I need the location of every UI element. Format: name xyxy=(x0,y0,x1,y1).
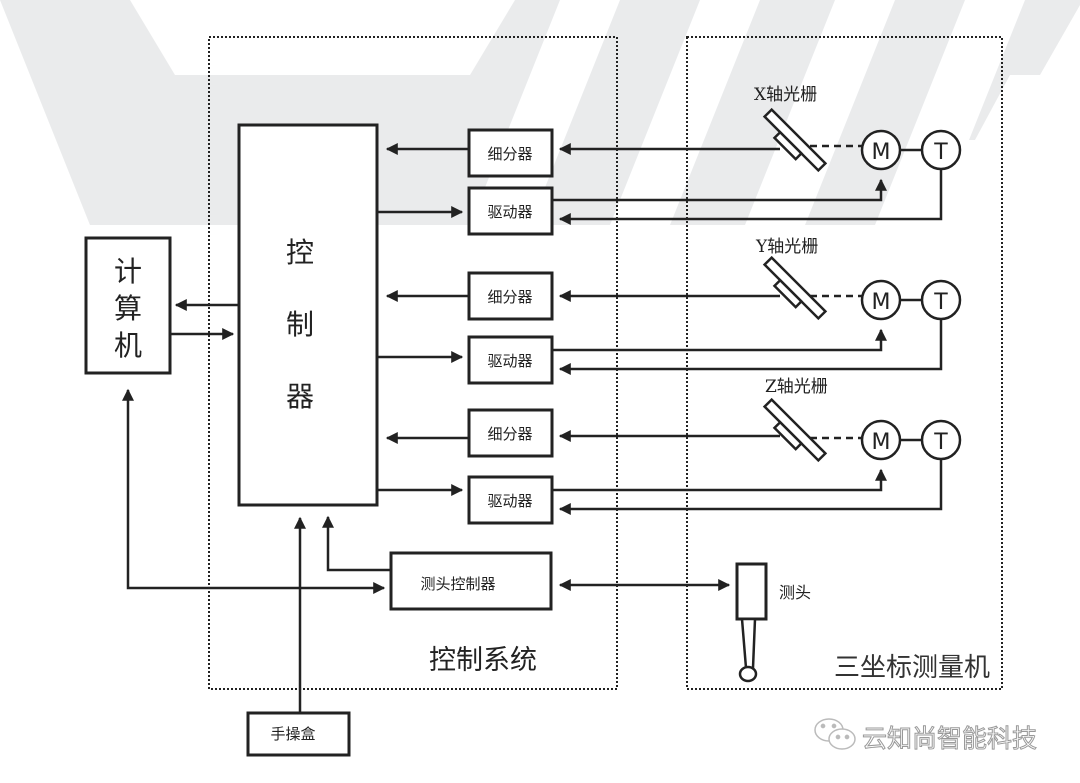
subdivider-y-label: 细分器 xyxy=(487,288,532,306)
grating-y-label: Y轴光栅 xyxy=(755,237,818,257)
controller-block: 控 制 器 xyxy=(237,123,379,507)
computer-block: 计 算 机 xyxy=(84,236,172,375)
grating-x-icon xyxy=(762,107,828,173)
motor-y-label: M xyxy=(872,290,891,315)
handbox-block: 手操盒 xyxy=(246,711,351,757)
driver-x-box xyxy=(467,186,554,236)
probe-controller-block: 测头控制器 xyxy=(389,551,553,611)
probe-controller-to-controller-arrow xyxy=(322,515,391,572)
grating-z-label: Z轴光栅 xyxy=(765,377,828,397)
cmm-boundary xyxy=(686,36,1003,690)
controller-label-2: 制 xyxy=(286,308,314,341)
probe-icon xyxy=(735,562,768,683)
computer-label-1: 计 xyxy=(114,255,142,288)
axis-y-group: 细分器 驱动器 Y轴光栅 M T xyxy=(378,237,962,385)
subdivider-y-box xyxy=(467,271,554,321)
driver-y-box xyxy=(467,335,554,385)
driver-x-label: 驱动器 xyxy=(487,203,532,221)
subdivider-z-label: 细分器 xyxy=(487,425,532,443)
controller-label-1: 控 xyxy=(286,236,314,269)
computer-label-2: 算 xyxy=(114,292,142,325)
watermark-text: 云知尚智能科技 xyxy=(862,724,1037,753)
control-system-boundary xyxy=(208,36,618,690)
grating-x-label: X轴光栅 xyxy=(754,85,817,105)
computer-label-3: 机 xyxy=(114,329,142,362)
controller-label-3: 器 xyxy=(286,380,314,413)
driver-z-box xyxy=(467,475,554,525)
tach-z-icon xyxy=(920,419,962,461)
tach-x-label: T xyxy=(933,140,948,165)
tach-y-icon xyxy=(920,279,962,321)
cmm-label: 三坐标测量机 xyxy=(834,653,990,683)
grating-z-icon xyxy=(762,397,828,463)
axis-x-group: 细分器 驱动器 X轴光栅 M T xyxy=(378,85,962,236)
subdivider-x-box xyxy=(467,128,554,178)
tach-z-label: T xyxy=(933,430,948,455)
handbox-label: 手操盒 xyxy=(270,725,315,743)
tach-y-label: T xyxy=(933,290,948,315)
subdivider-x-label: 细分器 xyxy=(487,145,532,163)
probe-controller-label: 测头控制器 xyxy=(420,575,495,593)
probe-label: 测头 xyxy=(779,583,811,602)
wechat-icon xyxy=(814,718,856,750)
motor-z-label: M xyxy=(872,430,891,455)
control-system-label: 控制系统 xyxy=(429,645,537,676)
subdivider-z-box xyxy=(467,408,554,458)
axis-z-group: 细分器 驱动器 Z轴光栅 M T xyxy=(378,377,962,525)
computer-probe-link xyxy=(122,388,386,594)
driver-y-label: 驱动器 xyxy=(487,352,532,370)
driver-z-label: 驱动器 xyxy=(487,492,532,510)
tach-x-icon xyxy=(920,129,962,171)
grating-y-icon xyxy=(762,255,828,321)
motor-x-label: M xyxy=(872,140,891,165)
